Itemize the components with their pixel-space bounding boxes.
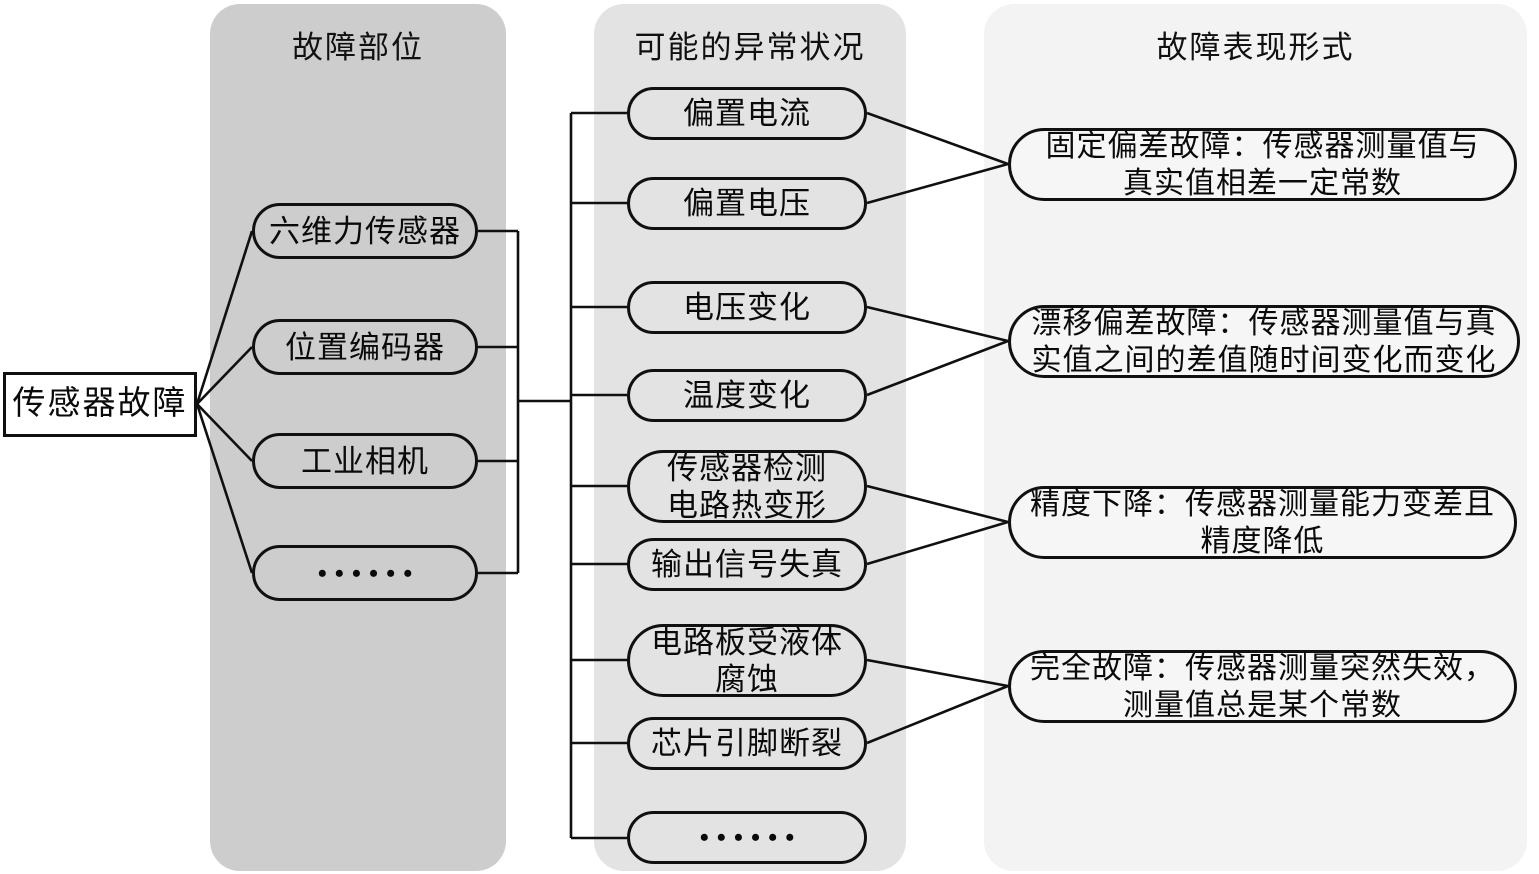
column-header-fault-location: 故障部位 [292,30,424,65]
node-voltage-change: 电压变化 [627,281,867,334]
node-label: •••••• [699,823,803,852]
node-ellipsis-conditions: •••••• [627,811,867,864]
node-label: 完全故障：传感器测量突然失效， 测量值总是某个常数 [1030,651,1495,722]
root-fan-lines [195,230,254,574]
node-circuit-board-liquid-corrosion: 电路板受液体 腐蚀 [627,624,867,697]
node-label: 传感器检测 电路热变形 [667,450,827,523]
node-label: 电路板受液体 腐蚀 [651,624,843,697]
column2-bus-lines [569,111,627,840]
node-label: 芯片引脚断裂 [651,726,843,761]
node-complete-failure: 完全故障：传感器测量突然失效， 测量值总是某个常数 [1008,650,1517,723]
node-six-axis-force-sensor: 六维力传感器 [252,203,478,259]
node-output-signal-distortion: 输出信号失真 [627,538,867,591]
node-drift-bias-fault: 漂移偏差故障：传感器测量值与真 实值之间的差值随时间变化而变化 [1008,305,1520,378]
node-label: 偏置电流 [683,96,811,131]
column-header-fault-forms: 故障表现形式 [1156,30,1355,65]
node-label: 偏置电压 [683,186,811,221]
node-temperature-change: 温度变化 [627,369,867,422]
node-label: 输出信号失真 [651,547,843,582]
node-ellipsis-locations: •••••• [252,545,478,601]
node-label: 精度下降：传感器测量能力变差且 精度降低 [1030,487,1495,558]
node-position-encoder: 位置编码器 [252,319,478,375]
node-label: 温度变化 [683,378,811,413]
column1-bus-lines [478,229,571,575]
node-detection-circuit-thermal-deformation: 传感器检测 电路热变形 [627,450,867,523]
node-label: 固定偏差故障：传感器测量值与 真实值相差一定常数 [1045,129,1480,200]
node-label: 六维力传感器 [269,213,461,249]
node-sensor-fault-root: 传感器故障 [3,372,197,437]
node-bias-current: 偏置电流 [627,87,867,140]
node-label: 位置编码器 [285,329,445,365]
node-chip-pin-break: 芯片引脚断裂 [627,717,867,770]
node-label: 漂移偏差故障：传感器测量值与真 实值之间的差值随时间变化而变化 [1031,306,1497,377]
node-industrial-camera: 工业相机 [252,433,478,489]
node-label: •••••• [317,558,421,588]
node-label: 电压变化 [683,290,811,325]
node-bias-voltage: 偏置电压 [627,177,867,230]
node-label: 工业相机 [301,443,429,479]
column-header-abnormal-conditions: 可能的异常状况 [634,30,866,65]
node-label: 传感器故障 [12,386,188,422]
node-accuracy-degradation: 精度下降：传感器测量能力变差且 精度降低 [1008,486,1517,559]
node-fixed-bias-fault: 固定偏差故障：传感器测量值与 真实值相差一定常数 [1008,128,1517,201]
column2-column3-lines [866,111,1009,745]
